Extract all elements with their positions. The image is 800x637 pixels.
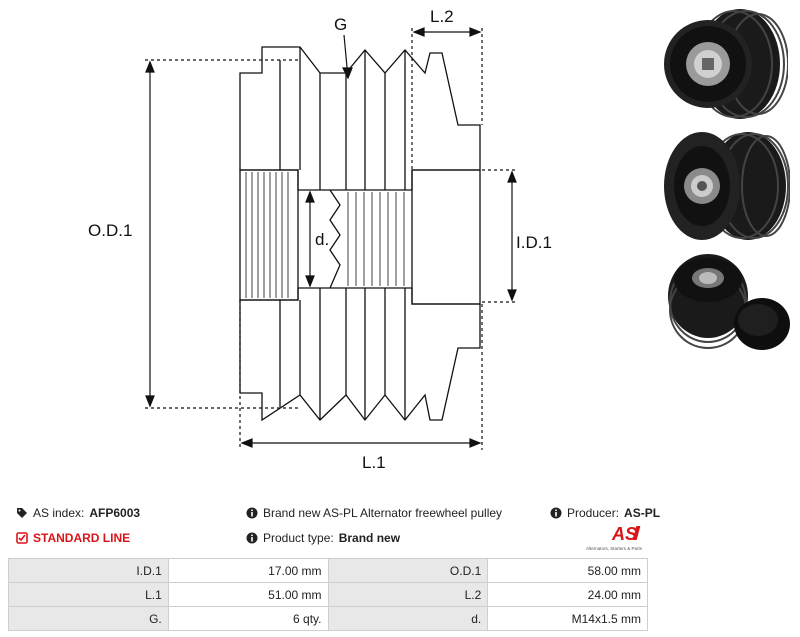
producer-line: Producer: AS-PL [550,506,660,520]
label-g: G [334,15,347,34]
spec-label: L.1 [8,582,169,607]
label-l2: L.2 [430,7,454,26]
product-type-value: Brand new [338,531,401,545]
label-id1: I.D.1 [516,233,552,252]
check-square-icon [16,532,28,544]
description-line: Brand new AS-PL Alternator freewheel pul… [246,506,502,520]
svg-text:AS: AS [611,524,637,544]
info-icon [246,507,258,519]
label-d: d. [315,230,329,249]
tag-icon [17,508,27,518]
spec-label: d. [327,606,489,631]
technical-drawing: G L.2 O.D.1 d. I.D.1 L.1 [88,7,552,472]
spec-label: O.D.1 [327,558,489,583]
spec-value: M14x1.5 mm [487,606,648,631]
product-type-line: Product type: Brand new [246,531,400,545]
description-text: Brand new AS-PL Alternator freewheel pul… [263,506,503,520]
standard-line-line: STANDARD LINE [16,531,130,545]
info-icon [246,532,258,544]
table-row: I.D.1 17.00 mm O.D.1 58.00 mm [8,558,648,583]
specs-table: I.D.1 17.00 mm O.D.1 58.00 mm L.1 51.00 … [8,558,648,631]
spec-value: 24.00 mm [487,582,648,607]
label-od1: O.D.1 [88,221,132,240]
as-index-label: AS index: [33,506,85,520]
standard-line-label: STANDARD LINE [33,531,131,545]
svg-text:Alternators, Starters & Parts: Alternators, Starters & Parts [586,546,643,551]
producer-value: AS-PL [624,506,661,520]
spec-label: G. [8,606,169,631]
spec-value: 58.00 mm [487,558,648,583]
as-index-line: AS index: AFP6003 [16,506,140,520]
info-icon [550,507,562,519]
product-photo-with-cap [668,254,790,350]
as-index-value: AFP6003 [89,506,141,520]
table-row: L.1 51.00 mm L.2 24.00 mm [8,582,648,607]
spec-value: 51.00 mm [167,582,329,607]
spec-label: L.2 [327,582,489,607]
spec-value: 17.00 mm [167,558,329,583]
product-photo-rear [664,132,790,240]
product-photo-front [664,9,788,119]
producer-label: Producer: [567,506,620,520]
label-l1: L.1 [362,453,386,472]
spec-label: I.D.1 [8,558,169,583]
table-row: G. 6 qty. d. M14x1.5 mm [8,606,648,631]
as-pl-logo: AS Alternators, Starters & Parts [586,524,643,551]
spec-value: 6 qty. [167,606,329,631]
product-type-label: Product type: [263,531,334,545]
